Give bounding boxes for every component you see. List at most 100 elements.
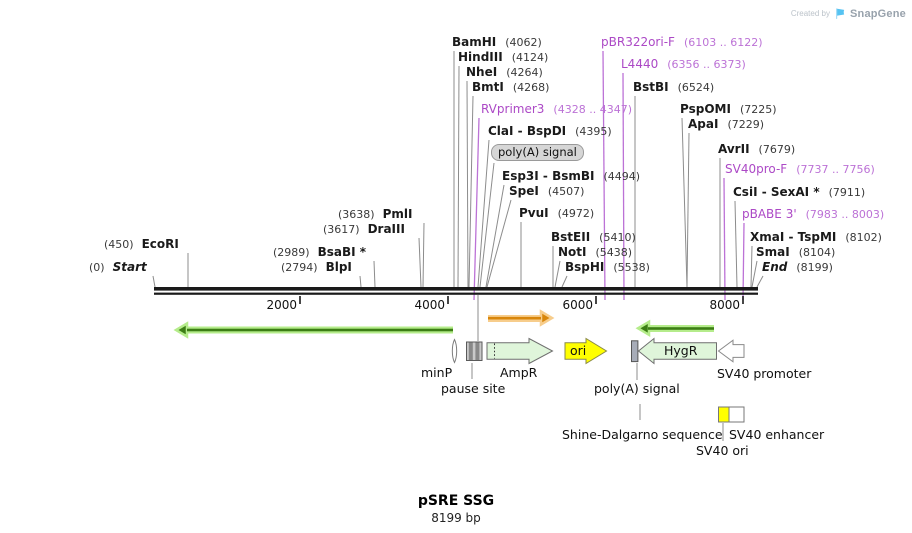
- site-label-blpi[interactable]: (2794)BlpI: [281, 260, 352, 275]
- leader-line-clai-bspdi: [477, 139, 490, 288]
- site-label-avrii[interactable]: AvrII(7679): [718, 142, 795, 157]
- site-label-bmti[interactable]: BmtI (4268): [472, 80, 549, 95]
- leader-line-bsphi: [561, 275, 568, 288]
- leader-line-apai: [686, 132, 690, 288]
- feature-label-pause-site[interactable]: pause site: [441, 381, 506, 396]
- site-position: (2794): [281, 261, 318, 274]
- polya-signal-glyph[interactable]: [631, 340, 639, 363]
- orf-arrow-left-long[interactable]: [173, 321, 453, 339]
- flag-icon: [836, 8, 845, 19]
- site-label-bsabi[interactable]: (2989) BsaBI *: [273, 245, 366, 260]
- site-label-ecori[interactable]: (450)EcoRI: [104, 237, 179, 252]
- leader-line-rvprimer3: [473, 117, 480, 301]
- site-label-csii-sexai[interactable]: CsiI - SexAI *(7911): [733, 185, 865, 200]
- feature-label-sv40-ori[interactable]: SV40 ori: [696, 443, 749, 458]
- ruler-tick: [299, 296, 301, 304]
- leader-line-draiii: [418, 237, 422, 288]
- ori-feature-arrow[interactable]: [564, 337, 608, 365]
- leader-line-xmai-tspmi: [750, 245, 753, 288]
- site-position: (4328 .. 4347): [553, 103, 632, 116]
- site-position: (4268): [512, 81, 550, 94]
- site-name: BsaBI *: [317, 245, 367, 259]
- site-label-pvui[interactable]: PvuI(4972): [519, 206, 594, 221]
- orf-arrowhead: [173, 321, 189, 339]
- sv40-promoter-arrow[interactable]: [717, 339, 745, 363]
- feature-label-ampr[interactable]: AmpR: [500, 365, 538, 380]
- leader-line-pmli: [422, 222, 425, 288]
- site-label-bstbi[interactable]: BstBI(6524): [633, 80, 714, 95]
- site-position: (4507): [547, 185, 585, 198]
- ruler-tick: [742, 296, 744, 304]
- site-position: (6356 .. 6373): [667, 58, 746, 71]
- ruler-tick-label-6000: 6000: [562, 298, 593, 312]
- site-name: BmtI: [472, 80, 504, 94]
- site-label-pbr322ori-f[interactable]: pBR322ori-F(6103 .. 6122): [601, 35, 763, 50]
- feature-label-shine-dalgarno-sequence[interactable]: Shine-Dalgarno sequence: [562, 427, 723, 442]
- site-label-l4440[interactable]: L4440 (6356 .. 6373): [621, 57, 746, 72]
- sequence-line: [154, 287, 758, 295]
- feature-label-sv40-promoter[interactable]: SV40 promoter: [717, 366, 812, 381]
- site-position: (2989): [273, 246, 310, 259]
- features: [451, 295, 745, 423]
- site-label-clai-bspdi[interactable]: ClaI - BspDI(4395): [488, 124, 612, 139]
- orf-arrow-right-orange[interactable]: [488, 309, 555, 327]
- site-name: pBR322ori-F: [601, 35, 675, 49]
- site-label-noti[interactable]: NotI(5438): [558, 245, 632, 260]
- site-label-esp3i-bsmbi[interactable]: Esp3I - BsmBI(4494): [502, 169, 640, 184]
- ampr-feature-arrow[interactable]: [486, 337, 554, 365]
- site-label-end[interactable]: End(8199): [762, 260, 833, 275]
- minp-promoter-glyph[interactable]: [451, 338, 458, 364]
- site-name: BstEII: [551, 230, 591, 244]
- sv40-enhancer-box: [718, 406, 730, 423]
- site-position: (8199): [796, 261, 833, 274]
- site-label-xmai-tspmi[interactable]: XmaI - TspMI(8102): [750, 230, 882, 245]
- site-label-smai[interactable]: SmaI(8104): [756, 245, 835, 260]
- site-name: pBABE 3': [742, 207, 797, 221]
- site-label-draiii[interactable]: (3617)DraIII: [323, 222, 405, 237]
- site-name: XmaI - TspMI: [750, 230, 837, 244]
- site-label-hindiii[interactable]: HindIII(4124): [458, 50, 548, 65]
- site-name: DraIII: [367, 222, 405, 236]
- pause-site-glyph[interactable]: [466, 341, 483, 361]
- leader-line-poly-a-signal: [479, 162, 495, 288]
- site-label-bsphi[interactable]: BspHI(5538): [565, 260, 650, 275]
- site-name: BamHI: [452, 35, 497, 49]
- site-position: (7225): [739, 103, 777, 116]
- site-label-spei[interactable]: SpeI(4507): [509, 184, 584, 199]
- site-position: (3638): [338, 208, 375, 221]
- hygr-feature-arrow[interactable]: [637, 337, 717, 365]
- site-label-bsteii[interactable]: BstEII(5410): [551, 230, 636, 245]
- feature-label-minp[interactable]: minP: [421, 365, 453, 380]
- site-label-apai[interactable]: ApaI(7229): [688, 117, 764, 132]
- site-name: ApaI: [688, 117, 719, 131]
- orf-arrow-left-short[interactable]: [635, 319, 714, 337]
- orf-arrowhead: [635, 319, 651, 337]
- site-label-rvprimer3[interactable]: RVprimer3(4328 .. 4347): [481, 102, 632, 117]
- orf-arrowhead: [539, 309, 555, 327]
- site-name: HindIII: [458, 50, 503, 64]
- site-name: NotI: [558, 245, 587, 259]
- feature-label-hygr[interactable]: HygR: [664, 343, 698, 358]
- feature-label-poly-a-signal[interactable]: poly(A) signal: [594, 381, 680, 396]
- site-label-pspomi[interactable]: PspOMI(7225): [680, 102, 777, 117]
- site-label-bamhi[interactable]: BamHI(4062): [452, 35, 542, 50]
- ruler-tick: [447, 296, 449, 304]
- site-position: (4264): [506, 66, 543, 79]
- site-name: PmlI: [382, 207, 413, 221]
- leader-line-bsabi: [373, 260, 376, 288]
- feature-label-ori[interactable]: ori: [570, 343, 587, 358]
- site-label-pbabe-3[interactable]: pBABE 3'(7983 .. 8003): [742, 207, 884, 222]
- site-label-pmli[interactable]: (3638) PmlI: [338, 207, 412, 222]
- site-position: (7679): [758, 143, 796, 156]
- orf-arrow-shaft: [187, 328, 453, 332]
- site-label-start[interactable]: (0)Start: [89, 260, 147, 275]
- site-label-sv40pro-f[interactable]: SV40pro-F(7737 .. 7756): [725, 162, 875, 177]
- site-position: (4972): [557, 207, 595, 220]
- site-name: L4440: [621, 57, 659, 71]
- feature-label-sv40-enhancer[interactable]: SV40 enhancer: [729, 427, 825, 442]
- sv40-enhancer-ori-glyph[interactable]: [718, 406, 745, 423]
- site-label-nhei[interactable]: NheI(4264): [466, 65, 543, 80]
- site-label-poly-a-signal[interactable]: poly(A) signal: [491, 144, 584, 161]
